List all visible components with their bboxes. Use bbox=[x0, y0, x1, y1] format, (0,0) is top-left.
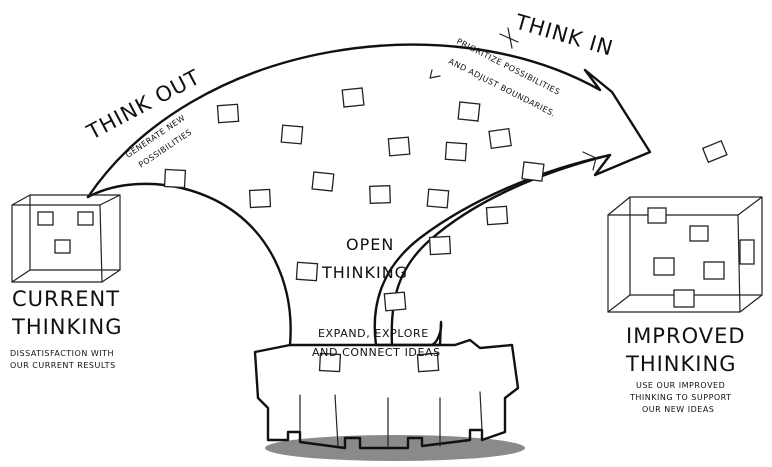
current-desc-line2: our current results bbox=[10, 361, 116, 370]
funnel-right-outline bbox=[390, 153, 612, 347]
current-thinking-cube bbox=[11, 194, 121, 283]
expand-label-line1: Expand, explore bbox=[318, 327, 429, 340]
current-thinking-line2: Thinking bbox=[11, 315, 122, 339]
current-desc-line1: Dissatisfaction with bbox=[10, 349, 114, 358]
expand-label-line2: and connect ideas bbox=[312, 346, 441, 359]
base-divider-5 bbox=[479, 391, 483, 431]
open-label-line1: Open bbox=[346, 235, 394, 254]
open-label-line2: Thinking bbox=[321, 263, 408, 282]
improved-desc-line1: Use our improved bbox=[636, 381, 725, 390]
improved-thinking-line2: Thinking bbox=[625, 352, 736, 376]
funnel-left-outline bbox=[86, 182, 292, 347]
current-thinking-line1: Current bbox=[12, 287, 120, 311]
funnel-base bbox=[253, 338, 520, 450]
improved-thinking-line1: Improved bbox=[626, 324, 746, 348]
think-in-label: Think In bbox=[512, 9, 617, 60]
improved-desc-line3: our new ideas bbox=[642, 405, 714, 414]
think-in-arrow-mark bbox=[499, 27, 519, 49]
improved-desc-line2: thinking to support bbox=[629, 393, 732, 402]
base-divider-2 bbox=[334, 394, 339, 447]
improved-thinking-cube bbox=[607, 196, 763, 313]
sticky-notes bbox=[163, 69, 728, 373]
